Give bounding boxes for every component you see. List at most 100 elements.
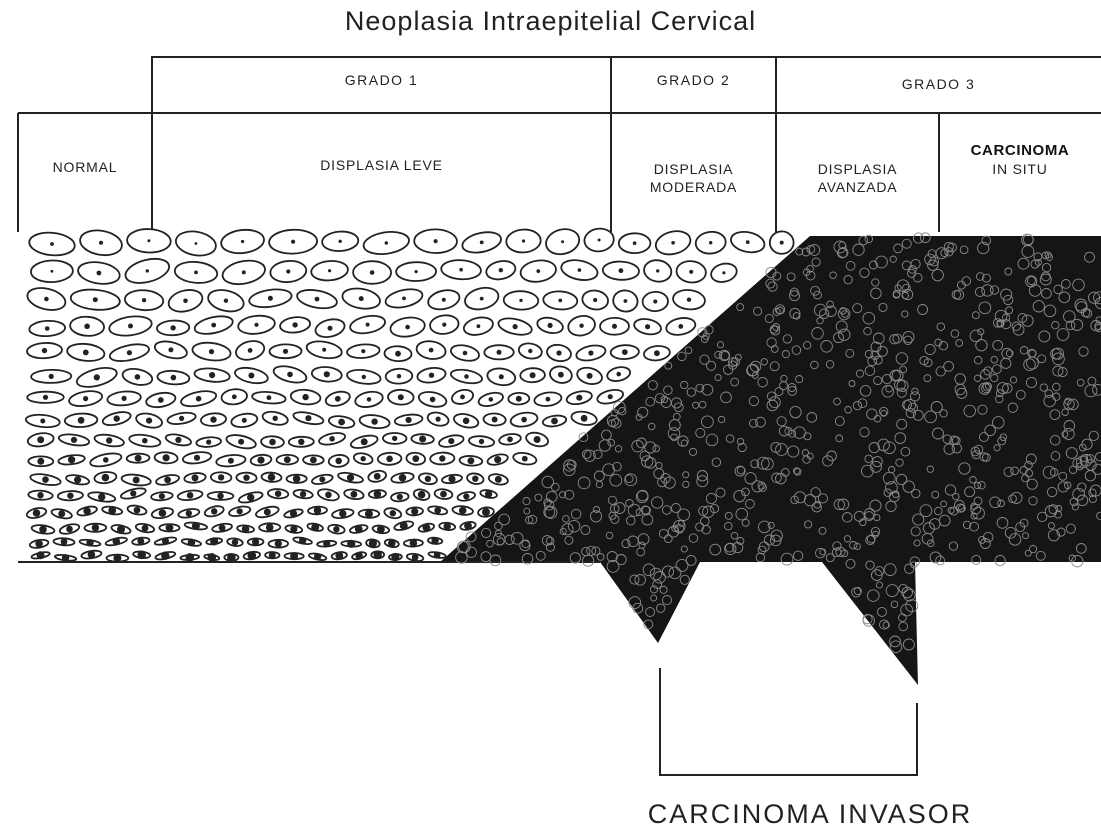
cell-nucleus (329, 436, 335, 442)
cell-nucleus (161, 552, 169, 560)
cell-nucleus (578, 268, 582, 272)
cell-nucleus (423, 524, 431, 532)
cell-nucleus (287, 372, 293, 378)
cell-nucleus (464, 522, 472, 530)
cell-nucleus (159, 493, 165, 499)
cell-nucleus (268, 473, 276, 481)
cell-nucleus (217, 493, 224, 500)
cell-nucleus (499, 374, 504, 379)
cell-nucleus (367, 397, 372, 402)
cell-nucleus (434, 507, 441, 514)
cell-nucleus (429, 348, 434, 353)
cell-nucleus (489, 397, 494, 402)
cell-nucleus (399, 474, 407, 482)
cell-nucleus (293, 475, 301, 483)
cell-nucleus (395, 351, 401, 357)
cell-nucleus (137, 551, 146, 560)
cell-nucleus (616, 372, 621, 377)
carcinoma-region (440, 236, 1101, 685)
cell-nucleus (33, 509, 41, 517)
cell-nucleus (208, 553, 217, 562)
cell-nucleus (211, 323, 216, 328)
cell-nucleus (78, 417, 85, 424)
cell-nucleus (588, 350, 593, 355)
cell-nucleus (61, 538, 68, 545)
cell-nucleus (162, 538, 169, 545)
cell-nucleus (314, 507, 322, 515)
cell-nucleus (402, 297, 406, 301)
cell-nucleus (746, 240, 750, 244)
cell-nucleus (248, 373, 254, 379)
cell-nucleus (194, 455, 200, 461)
cell-nucleus (315, 297, 320, 302)
cell-nucleus (83, 396, 88, 401)
cell-nucleus (106, 437, 112, 443)
cell-nucleus (113, 554, 121, 562)
cell-nucleus (412, 455, 419, 462)
cell-nucleus (51, 270, 54, 273)
cell-nucleus (480, 241, 484, 245)
cell-nucleus (654, 350, 660, 356)
cell-nucleus (434, 552, 441, 559)
cell-nucleus (587, 373, 593, 379)
cell-nucleus (397, 374, 401, 378)
cell-nucleus (671, 241, 675, 245)
cell-nucleus (37, 436, 44, 443)
cell-nucleus (430, 397, 436, 403)
cell-nucleus (440, 491, 447, 498)
cell-nucleus (386, 456, 393, 463)
cell-nucleus (355, 525, 363, 533)
cell-nucleus (291, 240, 295, 244)
cell-nucleus (113, 538, 121, 546)
cell-nucleus (411, 508, 418, 515)
cell-nucleus (40, 419, 45, 424)
cell-nucleus (242, 418, 247, 423)
cell-nucleus (467, 457, 474, 464)
cell-nucleus (49, 374, 54, 379)
cell-nucleus (400, 522, 408, 530)
cell-nucleus (328, 269, 331, 272)
cell-nucleus (561, 240, 564, 243)
cell-nucleus (351, 491, 358, 498)
cell-nucleus (58, 510, 65, 517)
cell-nucleus (192, 474, 199, 481)
cell-nucleus (147, 239, 150, 242)
cell-nucleus (472, 476, 478, 482)
cell-nucleus (495, 476, 502, 483)
cell-nucleus (494, 456, 501, 463)
cell-nucleus (335, 552, 343, 560)
cell-nucleus (146, 418, 152, 424)
cell-nucleus (722, 271, 725, 274)
cell-nucleus (464, 374, 469, 379)
cell-nucleus (247, 494, 254, 501)
diagram-title: Neoplasia Intraepitelial Cervical (0, 6, 1101, 37)
cell-nucleus (269, 439, 276, 446)
cell-nucleus (163, 454, 170, 461)
cell-nucleus (219, 524, 226, 531)
cell-nucleus (298, 439, 304, 445)
cell-nucleus (425, 476, 431, 482)
cell-nucleus (86, 539, 93, 546)
cell-nucleus (243, 475, 249, 481)
cell-nucleus (633, 241, 637, 245)
cell-nucleus (37, 492, 43, 498)
cell-nucleus (99, 241, 103, 245)
cell-nucleus (275, 540, 282, 547)
cell-nucleus (269, 552, 276, 559)
cell-nucleus (581, 415, 588, 422)
cell-nucleus (290, 526, 297, 533)
cell-nucleus (388, 540, 396, 548)
cell-nucleus (528, 349, 532, 353)
cell-nucleus (444, 523, 451, 530)
cell-nucleus (122, 396, 127, 401)
cell-nucleus (218, 474, 224, 480)
cell-nucleus (128, 324, 133, 329)
cell-nucleus (264, 509, 271, 516)
cell-nucleus (194, 271, 198, 275)
cell-nucleus (645, 324, 650, 329)
cell-nucleus (519, 299, 522, 302)
cell-nucleus (369, 539, 377, 547)
cell-nucleus (248, 551, 257, 560)
